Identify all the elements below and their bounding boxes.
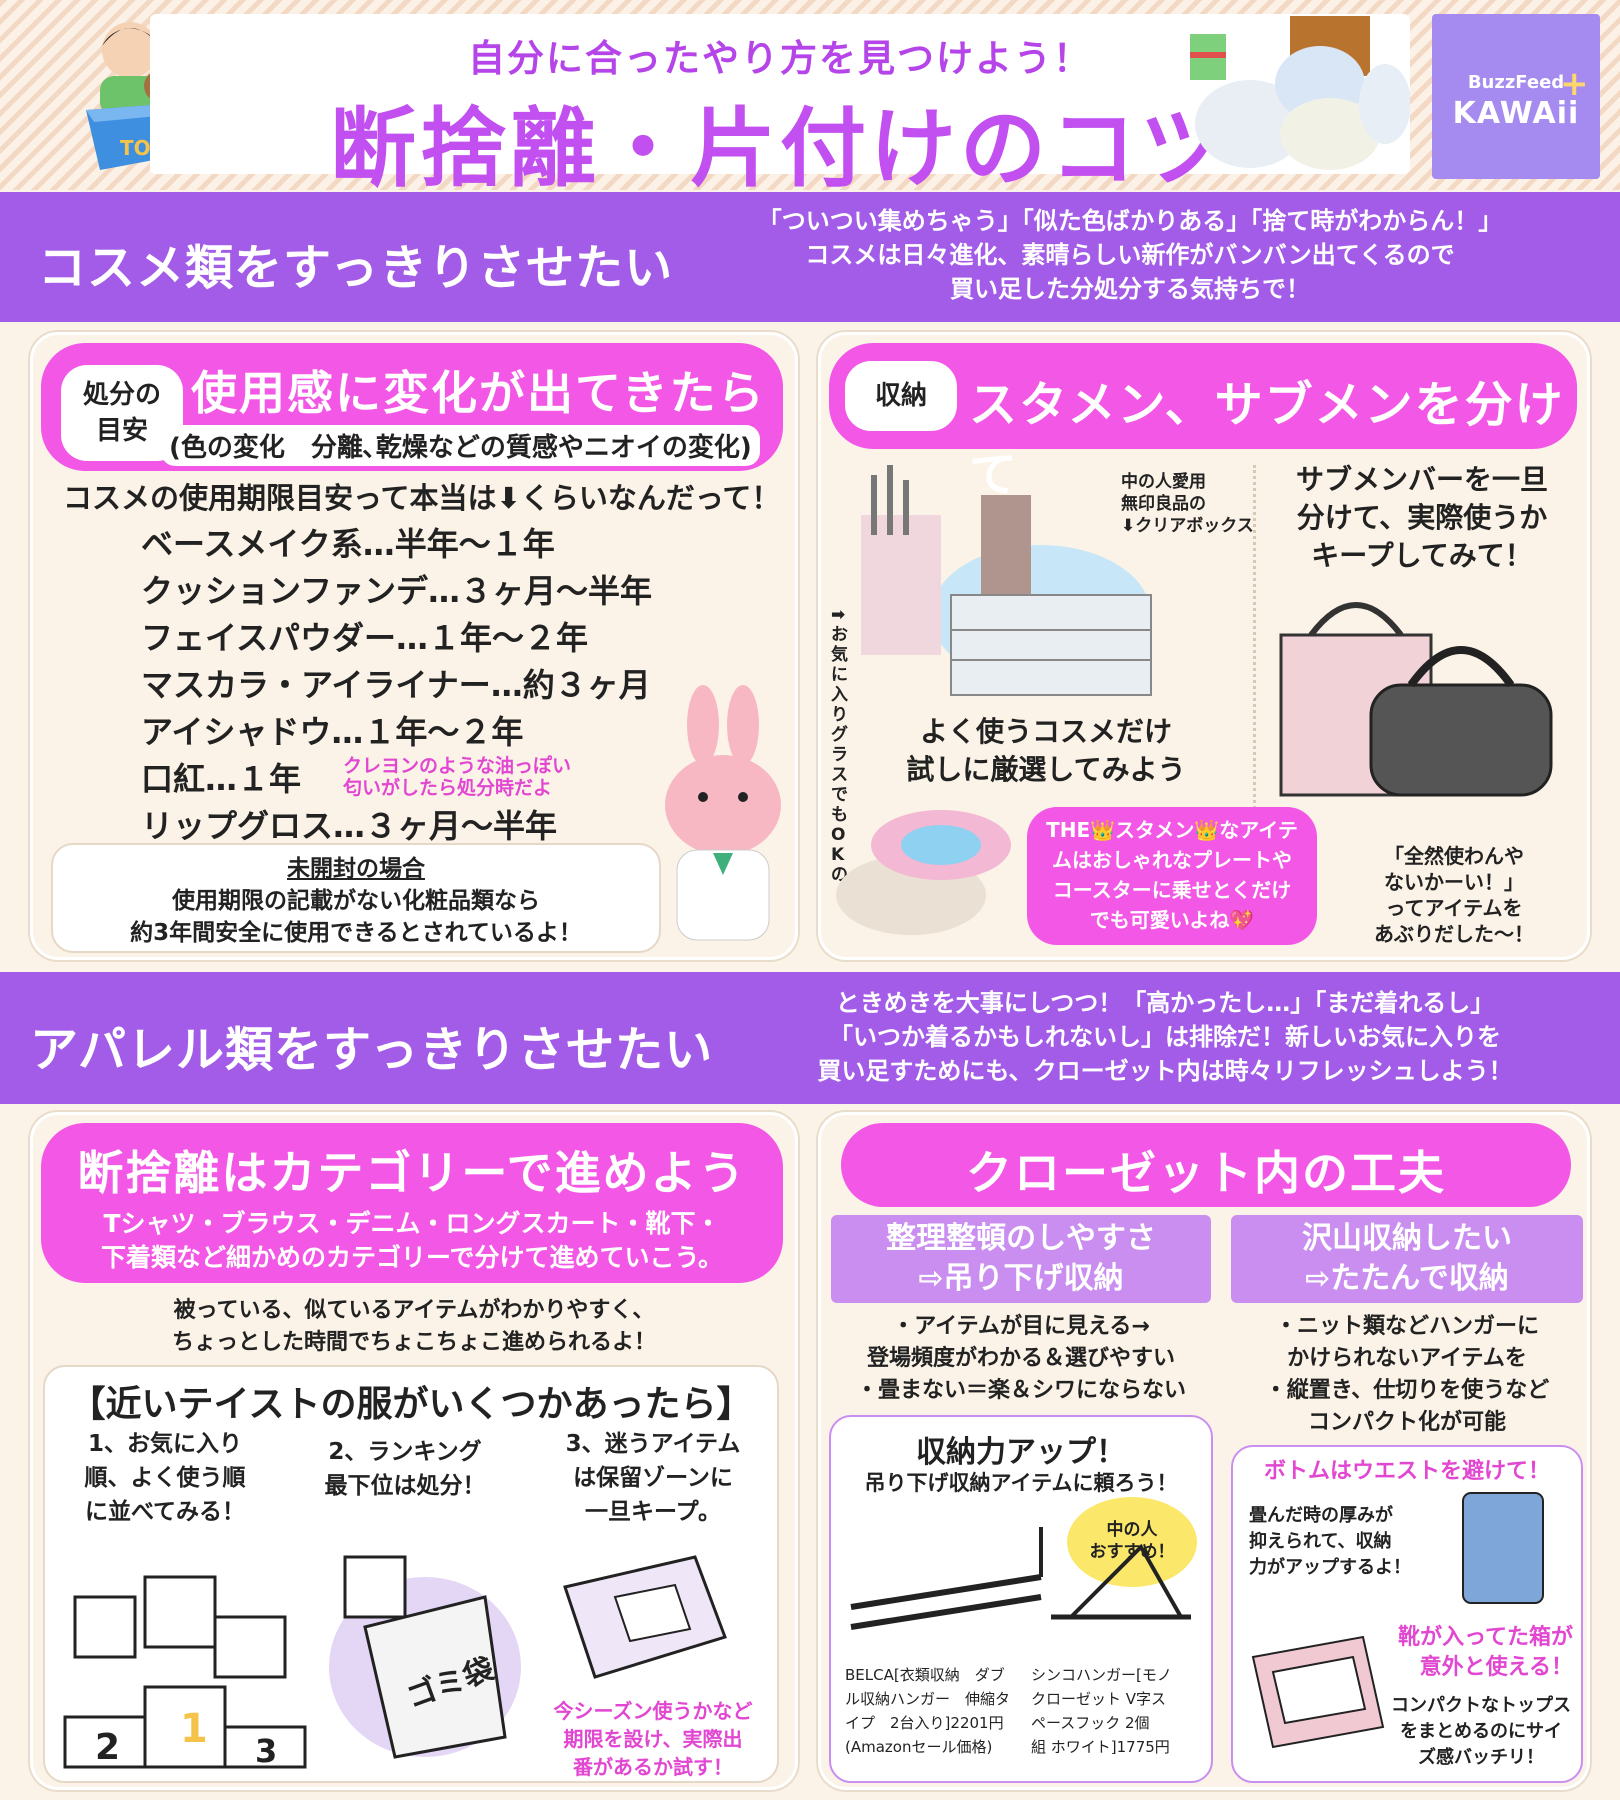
category-sub: Tシャツ・ブラウス・デニム・ロングスカート・靴下・ 下着類など細かめのカテゴリー… — [100, 1209, 723, 1272]
cosme-band-description: 「ついつい集めちゃう」「似た色ばかりある」「捨て時がわからん！」 コスメは日々進… — [757, 207, 1503, 303]
title-box: 自分に合ったやり方を見つけよう！ 断捨離・片付けのコツ — [150, 14, 1410, 199]
hanging-heading: 整理整頓のしやすさ ⇨吊り下げ収納 — [831, 1215, 1211, 1303]
closet-heading-pill: クローゼット内の工夫 — [841, 1123, 1571, 1207]
lipstick-note: クレヨンのような油っぽい 匂いがしたら処分時だよ — [343, 755, 572, 799]
trash-bag-illustration: ゴミ袋 — [329, 1555, 521, 1759]
divider — [1253, 465, 1256, 935]
hold-box-illustration — [563, 1555, 727, 1679]
similar-clothes-title: 【近いテイストの服がいくつかあったら】 — [69, 1384, 753, 1425]
rabbit-doctor-illustration — [665, 685, 781, 941]
cosme-band-title: コスメ類をすっきりさせたい — [38, 240, 674, 296]
expiry-intro: コスメの使用期限目安って本当は⬇くらいなんだって！ — [63, 481, 781, 515]
list-item: マスカラ・アイライナー…約３ヶ月 — [141, 666, 651, 704]
expiry-heading-sub: (色の変化 分離､乾燥などの質感やニオイの変化) — [161, 425, 760, 466]
buzzfeed-kawaii-logo[interactable]: BuzzFeed KAWAii + — [1432, 14, 1600, 179]
glass-note: ➡お気に入りグラスでもOKの — [831, 605, 848, 885]
closet-heading: クローゼット内の工夫 — [966, 1146, 1446, 1200]
unopened-text-1: 使用期限の記載がない化粧品類なら — [172, 888, 540, 914]
shoebox-illustration — [1251, 1635, 1385, 1749]
list-item: ベースメイク系…半年〜１年 — [141, 525, 555, 563]
step-3: 3、迷うアイテム は保留ゾーンに 一旦キープ。 — [565, 1431, 741, 1525]
plate-note: THE👑スタメン👑なアイテ ムはおしゃれなプレートや コースターに乗せとくだけ … — [1027, 807, 1317, 945]
apparel-section-band: アパレル類をすっきりさせたい ときめきを大事にしつつ！「高かったし…」「まだ着れ… — [0, 972, 1620, 1104]
bottoms-title: ボトムはウエストを避けて！ — [1263, 1459, 1550, 1484]
category-note: 被っている、似ているアイテムがわかりやすく、 ちょっとした時間でちょこちょこ進め… — [171, 1298, 656, 1355]
product-1[interactable]: BELCA[衣類収納 ダブ ル収納ハンガー 伸縮タ イプ 2台入り]2201円 … — [845, 1666, 1011, 1756]
capacity-card: 収納力アップ！ 吊り下げ収納アイテムに頼ろう！ 中の人 おすすめ！ BELCA[… — [829, 1415, 1213, 1783]
expiry-heading: 使用感に変化が出てきたら — [191, 366, 766, 420]
muji-note: 中の人愛用 無印良品の ⬇クリアボックス — [1121, 472, 1254, 536]
hold-note: 今シーズン使うかなど 期限を設け、実際出 番があるか試す！ — [553, 1699, 753, 1779]
expiry-list: ベースメイク系…半年〜１年 クッションファンデ…３ヶ月〜半年 フェイスパウダー…… — [141, 519, 652, 848]
apparel-category-panel: 断捨離はカテゴリーで進めよう Tシャツ・ブラウス・デニム・ロングスカート・靴下・… — [30, 1112, 798, 1790]
plus-icon: + — [1560, 64, 1589, 104]
unopened-title: 未開封の場合 — [287, 856, 425, 882]
list-item: クッションファンデ…３ヶ月〜半年 — [141, 572, 653, 610]
clear-box-illustration — [861, 465, 1152, 696]
product-2[interactable]: シンコハンガー[モノ クローゼット V字ス ペースフック 2個 組 ホワイト]1… — [1031, 1666, 1172, 1756]
unopened-card: 未開封の場合 使用期限の記載がない化粧品類なら 約3年間安全に使用できるとされて… — [51, 843, 661, 953]
storage-heading-pill: 収納 スタメン、サブメンを分けて — [829, 343, 1577, 503]
hanging-text: ・アイテムが目に見える→ 登場頻度がわかる＆選びやすい ・畳まない＝楽＆シワにな… — [855, 1314, 1186, 1403]
category-heading-pill: 断捨離はカテゴリーで進めよう Tシャツ・ブラウス・デニム・ロングスカート・靴下・… — [41, 1123, 783, 1283]
podium-2: 2 — [95, 1727, 120, 1768]
bottoms-text: 畳んだ時の厚みが 抑えられて、収納 力がアップするよ！ — [1249, 1505, 1411, 1578]
expiry-heading-pill: 処分の 目安 使用感に変化が出てきたら (色の変化 分離､乾燥などの質感やニオイ… — [41, 343, 783, 471]
podium-1: 1 — [180, 1706, 208, 1752]
podium-illustration: 1 2 3 — [63, 1575, 307, 1770]
bags-illustration — [1190, 16, 1410, 170]
apparel-band-title: アパレル類をすっきりさせたい — [30, 1022, 714, 1078]
list-item: アイシャドウ…１年〜２年 — [141, 713, 524, 751]
podium-3: 3 — [255, 1732, 277, 1770]
select-note: よく使うコスメだけ 試しに厳選してみよう — [906, 715, 1186, 786]
capacity-title: 収納力アップ！ — [916, 1435, 1126, 1470]
jeans-illustration — [1462, 1492, 1544, 1604]
logo-top-text: BuzzFeed — [1467, 72, 1565, 93]
cosme-storage-panel: 収納 スタメン、サブメンを分けて 中の人愛用 無印良品の ⬇クリアボックス ➡お… — [818, 332, 1590, 960]
folding-heading: 沢山収納したい ⇨たたんで収納 — [1231, 1215, 1583, 1303]
list-item: 口紅…１年 — [141, 760, 302, 798]
sub-member-note: サブメンバーを一旦 分けて、実際使うか キープしてみて！ — [1295, 463, 1548, 572]
apparel-band-description: ときめきを大事にしつつ！「高かったし…」「まだ着れるし」 「いつか着るかもしれな… — [817, 989, 1513, 1085]
cosme-section-band: コスメ類をすっきりさせたい 「ついつい集めちゃう」「似た色ばかりある」「捨て時が… — [0, 192, 1620, 322]
page-subtitle: 自分に合ったやり方を見つけよう！ — [468, 37, 1092, 80]
similar-clothes-card: 【近いテイストの服がいくつかあったら】 1、お気に入り 順、よく使う順 に並べて… — [43, 1365, 779, 1783]
folding-text: ・ニット類などハンガーに かけられないアイテムを ・縦置き、仕切りを使うなど コ… — [1264, 1314, 1550, 1435]
closet-panel: クローゼット内の工夫 整理整頓のしやすさ ⇨吊り下げ収納 沢山収納したい ⇨たた… — [818, 1112, 1590, 1790]
plate-illustration — [836, 810, 1011, 935]
recommend-badge: 中の人 おすすめ！ — [1067, 1497, 1197, 1587]
shoebox-title: 靴が入ってた箱が 意外と使える！ — [1398, 1625, 1573, 1680]
capacity-sub: 吊り下げ収納アイテムに頼ろう！ — [864, 1471, 1178, 1495]
step-1: 1、お気に入り 順、よく使う順 に並べてみる！ — [84, 1431, 246, 1525]
list-item: フェイスパウダー…１年〜２年 — [141, 619, 589, 657]
header-banner: TOY 自分に合ったやり方を見つけよう！ 断捨離・片付けのコツ BuzzFeed… — [0, 0, 1620, 199]
storage-tag: 収納 — [845, 361, 957, 431]
cosme-expiry-panel: 処分の 目安 使用感に変化が出てきたら (色の変化 分離､乾燥などの質感やニオイ… — [30, 332, 798, 960]
list-item: リップグロス…３ヶ月〜半年 — [141, 807, 558, 845]
makeup-bags-illustration — [1279, 602, 1553, 797]
unopened-text-2: 約3年間安全に使用できるとされているよ！ — [130, 920, 582, 946]
aburi-note: 「全然使わんや ないかーい！」 ってアイテムを あぶりだした〜！ — [1374, 844, 1534, 946]
shoebox-text: コンパクトなトップス をまとめるのにサイ ズ感バッチリ！ — [1391, 1695, 1571, 1768]
step-2: 2、ランキング 最下位は処分！ — [324, 1439, 486, 1499]
storage-heading: スタメン、サブメンを分けて — [969, 377, 1565, 503]
category-heading: 断捨離はカテゴリーで進めよう — [77, 1146, 747, 1200]
hanger-products-illustration — [850, 1527, 1191, 1630]
bottoms-card: ボトムはウエストを避けて！ 畳んだ時の厚みが 抑えられて、収納 力がアップするよ… — [1231, 1445, 1583, 1783]
page-title: 断捨離・片付けのコツ — [330, 99, 1230, 199]
logo-bottom-text: KAWAii — [1452, 96, 1580, 131]
